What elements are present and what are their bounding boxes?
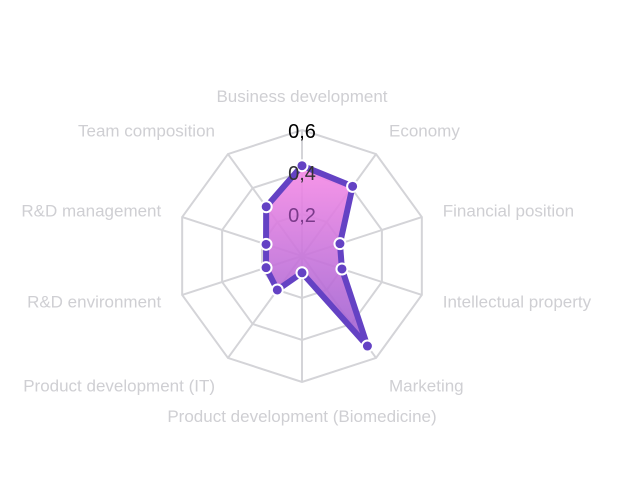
tick-label: 0,6 [288, 121, 316, 143]
data-point[interactable] [259, 261, 273, 275]
data-point[interactable] [360, 339, 374, 353]
axis-label: R&D management [21, 201, 161, 220]
data-point[interactable] [295, 159, 309, 173]
axis-label: Team composition [78, 121, 215, 140]
data-point[interactable] [333, 237, 347, 251]
data-point[interactable] [259, 237, 273, 251]
data-point[interactable] [270, 283, 284, 297]
tick-label: 0,4 [288, 163, 316, 185]
axis-label: Financial position [443, 201, 574, 220]
axis-label: Economy [389, 121, 460, 140]
axis-label: Business development [216, 87, 387, 106]
tick-label: 0,2 [288, 205, 316, 227]
data-point[interactable] [259, 200, 273, 214]
data-point[interactable] [346, 179, 360, 193]
axis-label: Product development (Biomedicine) [167, 407, 436, 426]
axis-label: R&D environment [27, 293, 161, 312]
axis-label: Product development (IT) [23, 377, 215, 396]
axis-label: Marketing [389, 377, 464, 396]
axis-label: Intellectual property [443, 293, 592, 312]
data-point[interactable] [335, 262, 349, 276]
data-point[interactable] [295, 266, 309, 280]
